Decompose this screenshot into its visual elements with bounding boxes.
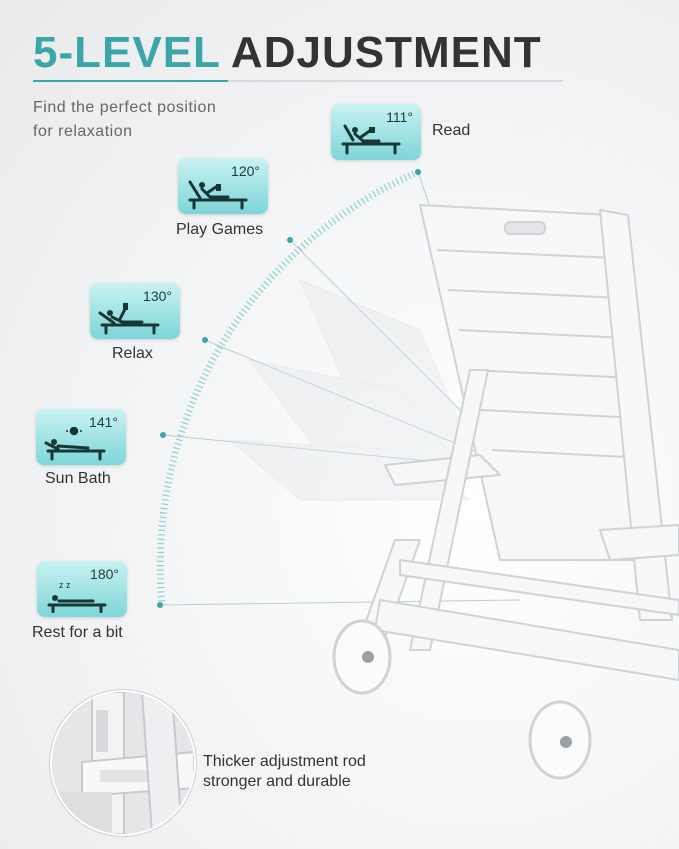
- subtitle: Find the perfect position for relaxation: [33, 96, 216, 144]
- angle-value: 111°: [386, 109, 413, 125]
- sleep-z-text: z z: [59, 580, 71, 590]
- adjustment-rod-closeup: [52, 692, 194, 834]
- angle-value: 130°: [143, 288, 172, 304]
- title-rest: ADJUSTMENT: [230, 28, 542, 77]
- angle-value: 180°: [90, 566, 119, 582]
- position-card-read: 111°: [331, 104, 421, 160]
- sunbathing-person-icon: [44, 427, 106, 461]
- subtitle-line-1: Find the perfect position: [33, 99, 217, 116]
- angle-value: 141°: [89, 414, 118, 430]
- position-label-rest: Rest for a bit: [32, 624, 123, 641]
- position-card-sun-bath: 141°: [36, 409, 126, 465]
- position-label-play-games: Play Games: [176, 221, 264, 238]
- sleeping-person-icon: z z: [47, 580, 107, 613]
- position-card-rest: 180° z z: [37, 561, 127, 617]
- position-card-relax: 130°: [90, 283, 180, 339]
- position-label-read: Read: [432, 122, 471, 139]
- rod-detail-inset: [50, 690, 196, 836]
- rod-caption-line-1: Thicker adjustment rod: [203, 753, 366, 770]
- relaxing-person-icon: [98, 303, 160, 335]
- sun-icon: [66, 427, 82, 436]
- position-label-relax: Relax: [112, 345, 153, 362]
- reading-person-icon: [341, 124, 401, 155]
- position-label-sun-bath: Sun Bath: [45, 470, 111, 487]
- title-accent: 5-LEVEL: [33, 28, 221, 77]
- title-underline: [33, 80, 563, 82]
- subtitle-line-2: for relaxation: [33, 123, 133, 140]
- rod-caption-line-2: stronger and durable: [203, 773, 351, 790]
- angle-value: 120°: [231, 163, 260, 179]
- gaming-person-icon: [188, 180, 248, 210]
- rod-detail-caption: Thicker adjustment rod stronger and dura…: [203, 752, 366, 792]
- position-card-play-games: 120°: [178, 158, 268, 214]
